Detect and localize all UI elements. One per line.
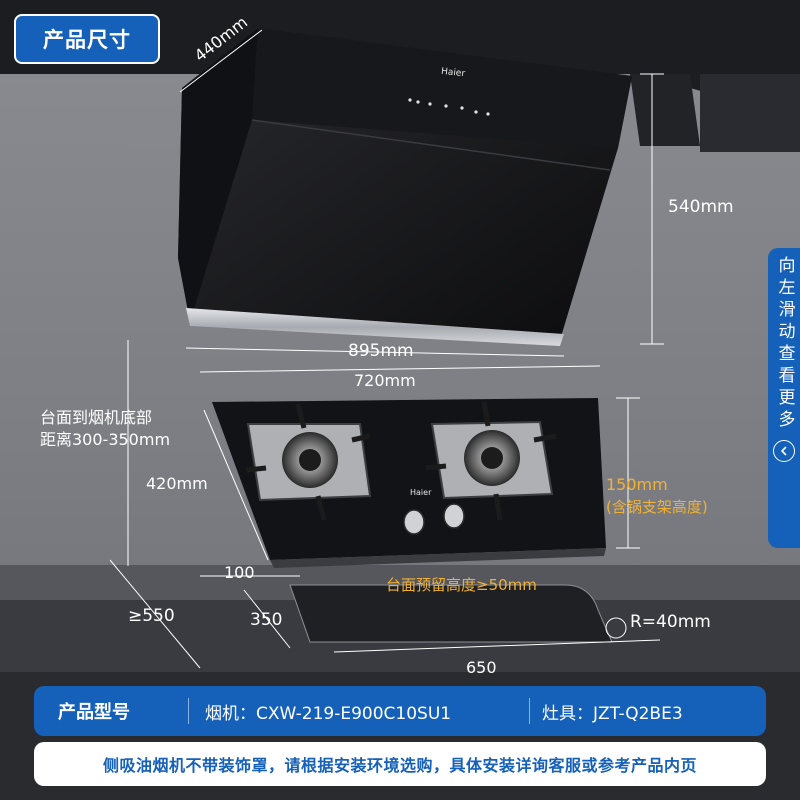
hood-model-text: 烟机：CXW-219-E900C10SU1: [205, 703, 452, 724]
hob-height-label: 150mm: [606, 475, 668, 494]
info-divider: [188, 698, 189, 724]
cabinet-depth-label: ≥550: [128, 606, 175, 626]
cutout-depth-label: 350: [250, 610, 283, 630]
front-margin-label: 100: [224, 563, 255, 582]
cutout-width-label: 650: [466, 658, 497, 677]
page-title: 产品尺寸: [14, 14, 160, 64]
clearance-label-line1: 台面到烟机底部: [40, 408, 153, 427]
model-info-label: 产品型号: [58, 702, 130, 723]
hob-height-note: (含锅支架高度): [606, 498, 708, 516]
installation-notice: 侧吸油烟机不带装饰罩，请根据安装环境选购，具体安装详询客服或参考产品内页: [34, 742, 766, 786]
clearance-label-line2: 距离300-350mm: [40, 430, 171, 449]
chevron-left-icon: [773, 440, 795, 462]
hob-model-text: 灶具：JZT-Q2BE3: [542, 703, 683, 724]
corner-radius-label: R=40mm: [630, 612, 711, 632]
hood-height-label: 540mm: [668, 197, 734, 217]
info-divider: [529, 698, 530, 724]
swipe-left-label: 向左滑动查看更多: [774, 256, 795, 432]
counter-reserve-label: 台面预留高度≥50mm: [386, 576, 537, 594]
hob-brand-logo: Haier: [410, 488, 432, 497]
swipe-left-tab[interactable]: 向左滑动查看更多: [768, 248, 800, 548]
hood-width-label: 895mm: [348, 341, 414, 361]
model-info-bar: 产品型号 烟机：CXW-219-E900C10SU1 灶具：JZT-Q2BE3: [34, 686, 766, 736]
hob-width-label: 720mm: [354, 371, 416, 390]
hob-depth-label: 420mm: [146, 474, 208, 493]
